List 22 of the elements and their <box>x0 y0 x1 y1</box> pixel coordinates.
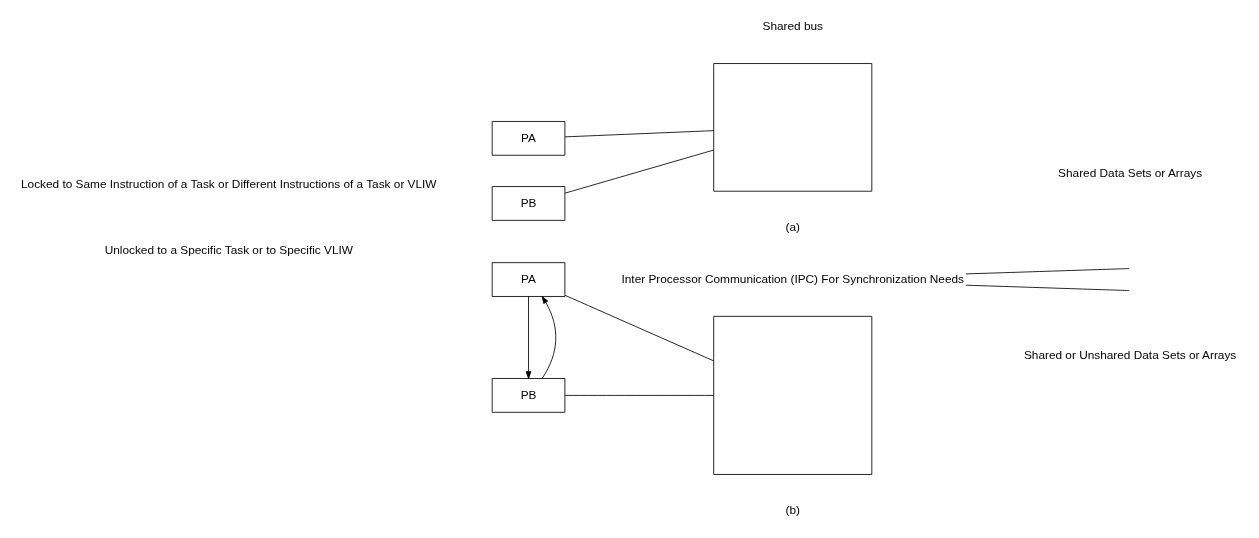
arrow <box>525 296 531 379</box>
label: Shared bus <box>762 18 823 33</box>
node-box: PA <box>491 262 565 297</box>
node-box: PB <box>491 186 565 221</box>
arrow <box>541 296 556 379</box>
node-box <box>712 315 872 475</box>
label: Unlocked to a Specific Task or to Specific VLIW <box>104 242 353 257</box>
node-box: PA <box>491 121 565 156</box>
connector <box>964 268 1130 275</box>
label: Shared or Unshared Data Sets or Arrays <box>1023 347 1236 362</box>
label: Locked to Same Instruction of a Task or Different Instructions of a Task or VLIW <box>20 177 437 191</box>
connector <box>564 130 714 138</box>
connector <box>564 149 714 194</box>
connector <box>564 394 714 396</box>
node-box: PB <box>491 378 565 413</box>
label: Shared Data Sets or Arrays <box>1057 166 1202 181</box>
label: (a) <box>785 220 800 235</box>
node-box <box>712 63 872 192</box>
label: (b) <box>785 503 800 518</box>
connector <box>964 284 1130 291</box>
connector <box>564 294 714 362</box>
node-text: Inter Processor Communication (IPC) For Synchronization Needs <box>621 271 964 286</box>
